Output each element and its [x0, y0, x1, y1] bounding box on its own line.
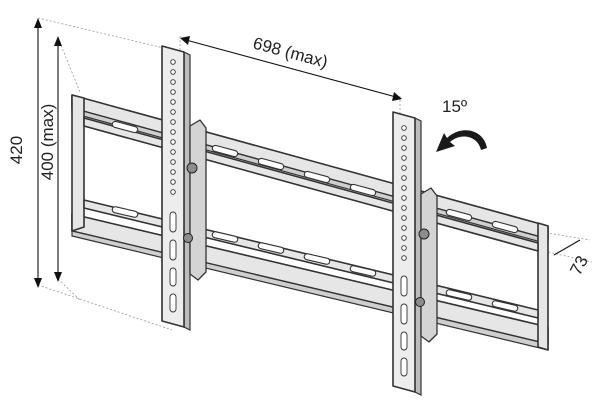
frame-slot	[491, 300, 519, 312]
frame-slot	[111, 206, 139, 218]
frame-slot	[445, 289, 473, 301]
frame-slot	[257, 242, 285, 254]
frame-slot	[349, 265, 377, 277]
frame-slot	[303, 170, 331, 184]
left-lock-knob	[183, 233, 193, 243]
dimension-420: 420	[7, 18, 42, 288]
right-lock-knob	[415, 297, 425, 307]
height-total-label: 420	[7, 136, 26, 164]
dimension-400-max: 400 (max)	[38, 36, 62, 282]
frame-slot	[303, 253, 331, 265]
width-max-label: 698 (max)	[251, 34, 330, 72]
left-tilt-knob	[186, 162, 198, 174]
right-tilt-bracket	[420, 187, 438, 343]
tilt-label: 15º	[442, 97, 467, 116]
right-vertical-arm	[392, 111, 438, 396]
dimension-698-max: 698 (max)	[180, 34, 402, 101]
arm-holes	[169, 59, 177, 313]
frame-slot	[111, 120, 139, 134]
frame-slot	[349, 183, 377, 197]
dimension-73: 73	[553, 239, 592, 279]
extension-lines	[37, 17, 593, 331]
frame-slot	[211, 231, 239, 243]
arm-holes	[400, 125, 408, 377]
height-max-label: 400 (max)	[38, 104, 57, 181]
frame-slot	[491, 220, 519, 234]
right-tilt-knob	[418, 228, 430, 240]
tilt-annotation: 15º	[436, 97, 487, 152]
curved-tilt-arrow-icon	[436, 130, 487, 152]
frame-slot	[257, 157, 285, 171]
frame-slot	[211, 144, 239, 158]
frame-slot	[445, 208, 473, 222]
depth-label: 73	[566, 253, 592, 279]
left-vertical-arm	[161, 45, 207, 331]
left-tilt-bracket	[189, 119, 207, 281]
